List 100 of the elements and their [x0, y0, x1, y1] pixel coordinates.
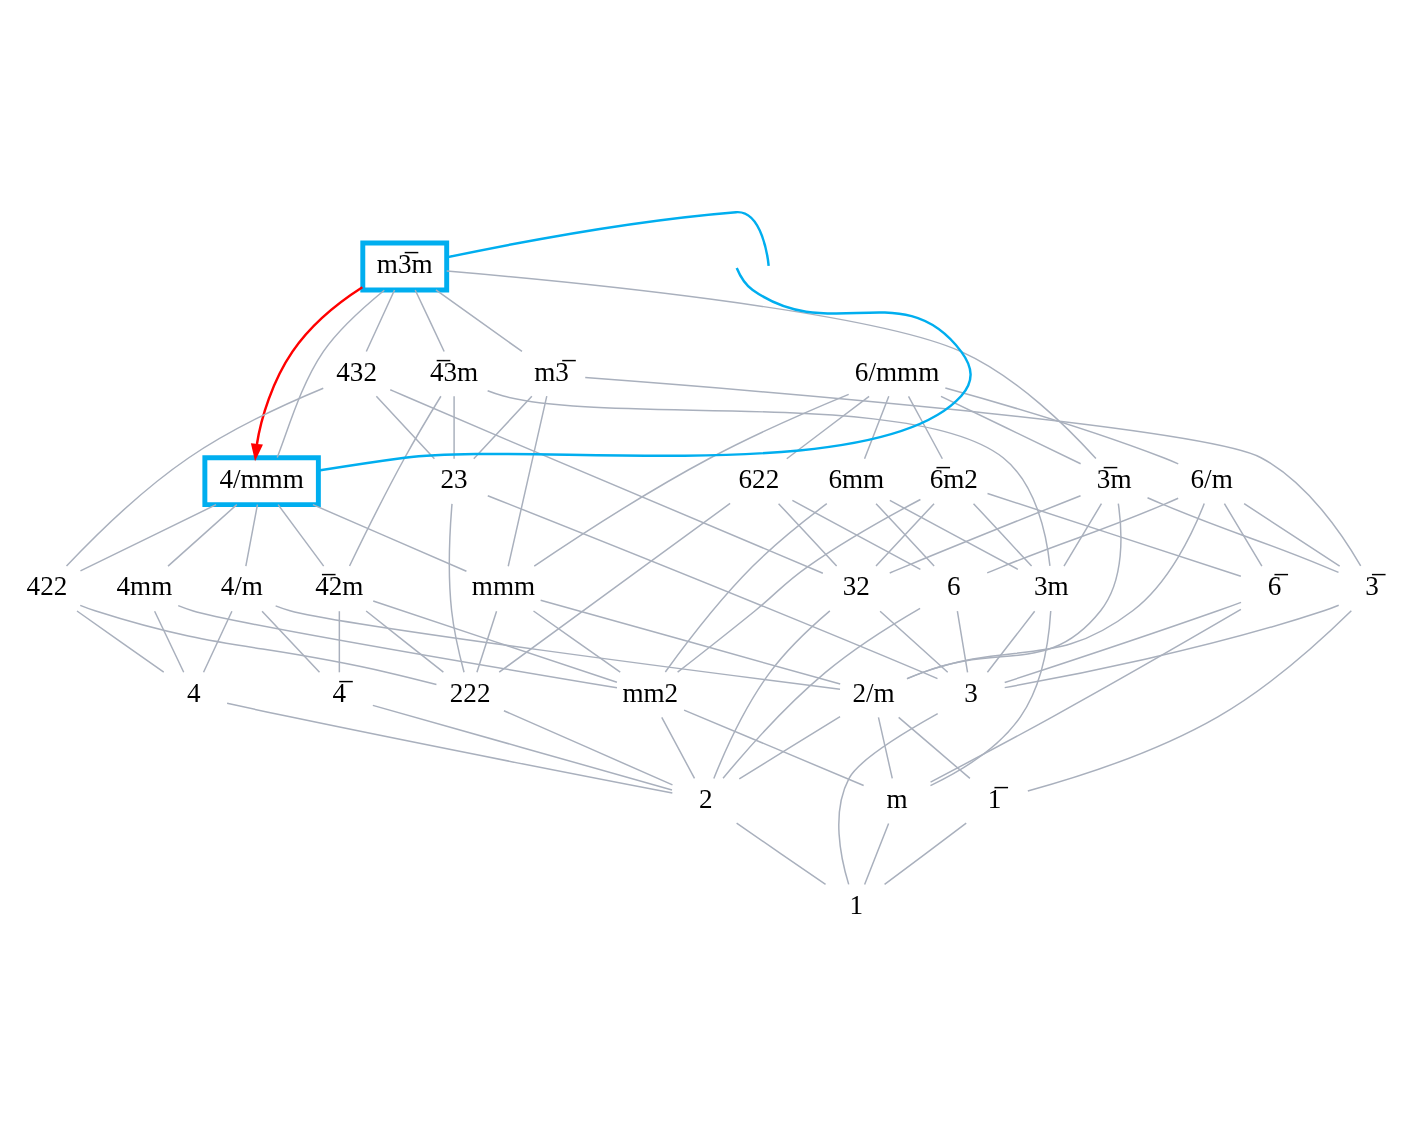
connector [863, 395, 890, 460]
connector [944, 387, 1179, 465]
connector [476, 610, 498, 674]
connector [277, 503, 325, 567]
connector [446, 210, 770, 266]
connector [533, 393, 850, 567]
node-text: 1 [849, 889, 864, 920]
node-text: 3m [1033, 571, 1069, 602]
connector [79, 503, 217, 572]
connector [786, 395, 870, 460]
arrow [250, 286, 364, 462]
connector [940, 395, 1082, 465]
node-text: mm2 [622, 677, 679, 708]
connector [79, 604, 438, 686]
connector [473, 395, 533, 460]
connector [365, 610, 445, 673]
connector [735, 822, 827, 886]
connector [929, 608, 1242, 783]
connector [883, 822, 967, 886]
node-text: 2 [699, 783, 713, 814]
node-text: mmm [471, 571, 536, 602]
connector [1146, 497, 1340, 574]
node-text: 222 [449, 677, 491, 708]
connector [906, 502, 1205, 680]
connector [202, 610, 233, 674]
connector [713, 610, 831, 780]
connector [956, 610, 969, 674]
connector [486, 390, 1051, 567]
connector [507, 395, 548, 567]
connector [276, 289, 386, 459]
connector [1063, 502, 1103, 567]
connector [875, 502, 935, 567]
node-text: 6̅m2 [929, 464, 978, 495]
connector [986, 492, 1242, 577]
connector [676, 498, 922, 673]
node-box: 4/mmm [202, 455, 321, 508]
connector [879, 610, 949, 674]
connector [365, 289, 396, 353]
node-text: 6/mmm [854, 356, 940, 387]
connector [1243, 502, 1341, 567]
connector [348, 395, 442, 567]
connector [375, 395, 436, 460]
connector [877, 716, 893, 780]
connector [372, 600, 618, 684]
connector [226, 702, 674, 794]
connector [448, 503, 465, 673]
connector [153, 610, 185, 674]
connector [863, 822, 890, 886]
node-text: 3 [964, 677, 978, 708]
node-text: 622 [738, 464, 780, 495]
connector [722, 607, 921, 779]
connector [791, 499, 922, 571]
connector [889, 495, 1082, 574]
node-text: 4/m [220, 571, 263, 602]
connector [838, 712, 939, 886]
connector [897, 716, 971, 780]
node-text: 4mm [116, 571, 173, 602]
connector [906, 502, 1122, 680]
node-text: 6 [947, 571, 961, 602]
connector [661, 716, 696, 780]
connector [177, 604, 618, 689]
connector [312, 503, 468, 572]
connector [738, 715, 841, 780]
connector [986, 497, 1179, 574]
connector [76, 610, 165, 673]
connector [986, 610, 1036, 674]
connector [1003, 601, 1242, 684]
node-text: 4̅3m [429, 356, 479, 387]
node-text: 2/m [852, 677, 895, 708]
connector [929, 610, 1052, 787]
connector [372, 704, 673, 791]
node-box: m3̅m [360, 240, 450, 293]
connector [167, 503, 238, 567]
connector [245, 503, 259, 567]
connector [453, 395, 455, 460]
connector [777, 502, 838, 567]
node-text: 6mm [828, 464, 885, 495]
node-text: 32 [842, 571, 870, 602]
node-text: m [886, 783, 908, 814]
node-text: 432 [336, 356, 377, 387]
connector [532, 610, 621, 673]
connector [539, 599, 841, 685]
node-text: 4̅2m [315, 571, 364, 602]
connector [503, 710, 674, 786]
connector [889, 499, 1019, 571]
node-text: 6/m [1190, 464, 1233, 495]
connector [907, 395, 944, 460]
connector [261, 610, 321, 674]
connector [683, 709, 865, 787]
connector [1003, 604, 1340, 689]
connector [65, 387, 324, 567]
node-text: 23 [440, 464, 468, 495]
node-text: 4 [186, 677, 201, 708]
connector [338, 610, 341, 674]
connector [487, 495, 939, 680]
connector [664, 502, 828, 673]
connector [414, 289, 445, 353]
connector [435, 289, 523, 353]
connector [446, 270, 1097, 460]
node-text: 3̅m [1096, 464, 1132, 495]
